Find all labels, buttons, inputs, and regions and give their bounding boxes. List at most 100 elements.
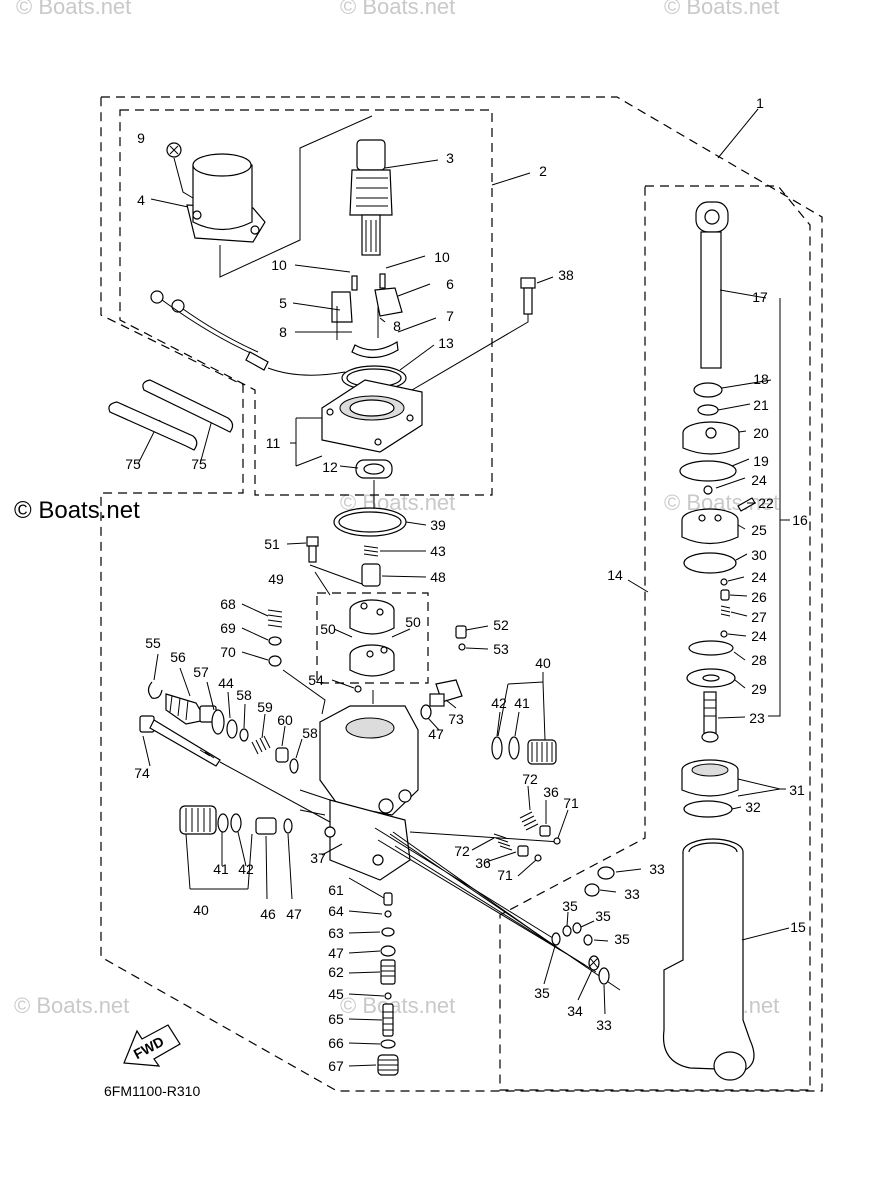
tube-75-lower <box>108 401 198 451</box>
callout-39: 39 <box>430 517 446 533</box>
callout-26: 26 <box>751 589 767 605</box>
callout-61: 61 <box>328 882 344 898</box>
o-ring-33-c <box>598 967 610 985</box>
callout-55: 55 <box>145 635 161 651</box>
callout-53: 53 <box>493 641 509 657</box>
reference-code: 6FM1100-R310 <box>104 1083 201 1099</box>
callout-23: 23 <box>749 710 765 726</box>
callout-17: 17 <box>752 289 768 305</box>
callout-48: 48 <box>430 569 446 585</box>
ball-53 <box>458 643 466 651</box>
assembly-1-boundary <box>100 96 823 1092</box>
o-ring-47-bottom <box>380 945 396 957</box>
callout-8-left: 8 <box>279 324 287 340</box>
callout-16: 16 <box>792 512 808 528</box>
callout-40-right: 40 <box>535 655 551 671</box>
callout-42-left: 42 <box>238 861 254 877</box>
piston-rod-17 <box>695 201 729 369</box>
callout-2: 2 <box>539 163 547 179</box>
watermark-bottom-center: © Boats.net <box>340 993 456 1018</box>
o-ring-33-b <box>584 883 600 897</box>
callout-46: 46 <box>260 906 276 922</box>
spring-43 <box>363 545 379 557</box>
pin-52 <box>455 625 467 639</box>
valve-46 <box>255 817 277 835</box>
callout-32: 32 <box>745 799 761 815</box>
callout-58-bottom: 58 <box>302 725 318 741</box>
shaft-3 <box>349 139 393 256</box>
assembly-49-boundary <box>316 592 429 684</box>
callout-14: 14 <box>607 567 623 583</box>
callout-57: 57 <box>193 664 209 680</box>
callout-18: 18 <box>753 371 769 387</box>
bolt-74 <box>139 715 331 823</box>
plug-73 <box>429 679 463 707</box>
callout-74: 74 <box>134 765 150 781</box>
o-ring-35-a <box>562 925 572 937</box>
callout-49: 49 <box>268 571 284 587</box>
ball-71-upper <box>553 837 561 845</box>
ball-54 <box>354 685 362 693</box>
washer-58 <box>239 728 249 742</box>
callout-71-upper: 71 <box>563 795 579 811</box>
cap-31 <box>681 759 739 797</box>
callout-75-right: 75 <box>191 456 207 472</box>
seal-12 <box>355 459 393 479</box>
callout-24-a: 24 <box>751 472 767 488</box>
pin-61 <box>383 892 393 906</box>
valve-65 <box>382 1003 394 1037</box>
o-ring-42-right <box>491 736 503 760</box>
ball-24-c <box>720 630 728 638</box>
valve-56 <box>165 693 217 725</box>
cap-20 <box>682 421 740 455</box>
callout-10-right: 10 <box>434 249 450 265</box>
filter-40-left <box>179 805 217 835</box>
nut-36-lower <box>517 845 529 857</box>
callout-38: 38 <box>558 267 574 283</box>
bolt-51 <box>306 536 319 563</box>
o-ring-47-top <box>420 704 432 720</box>
screw-9 <box>166 142 194 199</box>
o-ring-66 <box>380 1039 396 1049</box>
callout-35-c: 35 <box>614 931 630 947</box>
watermark-main: © Boats.net <box>14 497 140 524</box>
callout-59: 59 <box>257 699 273 715</box>
callout-24-b: 24 <box>751 569 767 585</box>
tube-75-upper <box>142 379 234 433</box>
callout-41-right: 41 <box>514 695 530 711</box>
callout-35-d: 35 <box>534 985 550 1001</box>
o-ring-63 <box>381 927 395 937</box>
callout-67: 67 <box>328 1058 344 1074</box>
pump-body <box>299 705 419 881</box>
valve-62 <box>380 959 396 985</box>
fwd-arrow-icon: FWD <box>123 1024 181 1067</box>
callout-15: 15 <box>790 919 806 935</box>
callout-41-left: 41 <box>213 861 229 877</box>
o-ring-21 <box>697 404 719 416</box>
o-ring-41-left <box>217 813 229 833</box>
collar-48 <box>361 563 381 587</box>
filter-40-right <box>527 739 557 765</box>
callout-68: 68 <box>220 596 236 612</box>
callout-28: 28 <box>751 652 767 668</box>
piston-25 <box>681 508 739 545</box>
callout-42-right: 42 <box>491 695 507 711</box>
brush-holder <box>331 273 403 359</box>
callout-72-lower: 72 <box>454 843 470 859</box>
callout-33-a: 33 <box>649 861 665 877</box>
callout-72-upper: 72 <box>522 771 538 787</box>
callout-12: 12 <box>322 459 338 475</box>
callout-44: 44 <box>218 675 234 691</box>
callout-8-right: 8 <box>393 318 401 334</box>
assembly-14-boundary <box>499 185 811 1091</box>
o-ring-19 <box>679 460 737 482</box>
callout-69: 69 <box>220 620 236 636</box>
callout-50-right: 50 <box>405 614 421 630</box>
callout-30: 30 <box>751 547 767 563</box>
seal-18 <box>693 382 723 398</box>
callout-29: 29 <box>751 681 767 697</box>
o-ring-35-c <box>583 934 593 946</box>
callout-47-left: 47 <box>286 906 302 922</box>
callout-9: 9 <box>137 130 145 146</box>
